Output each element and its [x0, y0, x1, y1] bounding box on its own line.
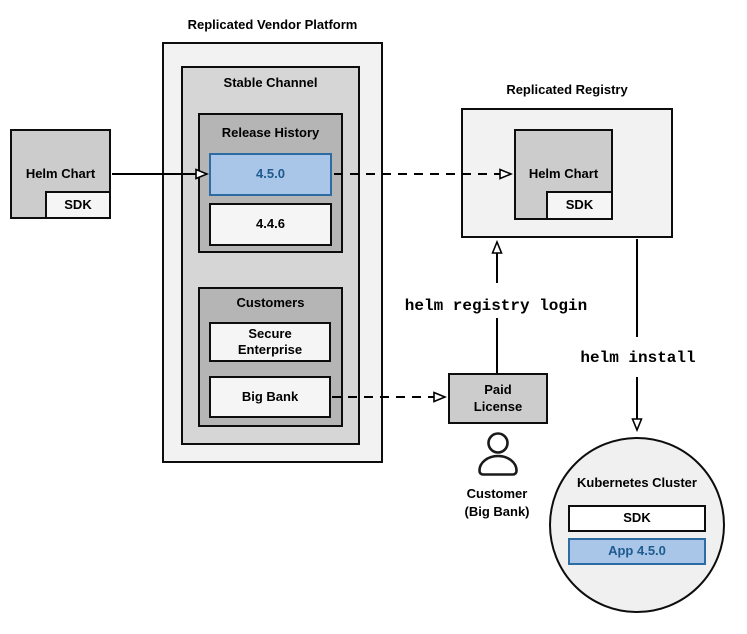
helm-registry-login-command: helm registry login: [404, 297, 588, 315]
registry-sdk-box: SDK: [546, 191, 613, 220]
vendor-platform-title: Replicated Vendor Platform: [187, 17, 358, 32]
kubernetes-cluster-title: Kubernetes Cluster: [577, 475, 697, 490]
paid-license-label: Paid License: [473, 382, 523, 414]
release-version-450: 4.5.0: [209, 153, 332, 196]
customer-secure-enterprise: Secure Enterprise: [209, 322, 331, 362]
stable-channel-title: Stable Channel: [223, 75, 318, 90]
cluster-app-box: App 4.5.0: [568, 538, 706, 565]
customers-title: Customers: [236, 295, 305, 310]
source-sdk-box: SDK: [45, 191, 111, 219]
release-history-title: Release History: [221, 125, 320, 140]
customer-person-icon: [478, 432, 518, 476]
customer-secure-enterprise-label: Secure Enterprise: [237, 325, 303, 357]
customer-name-line1: Customer: [466, 486, 528, 501]
registry-title: Replicated Registry: [506, 82, 628, 97]
customer-big-bank: Big Bank: [209, 376, 331, 418]
customer-name-line2: (Big Bank): [464, 504, 530, 519]
paid-license-box: Paid License: [448, 373, 548, 424]
cluster-sdk-box: SDK: [568, 505, 706, 532]
release-version-446: 4.4.6: [209, 203, 332, 246]
helm-install-command: helm install: [580, 349, 696, 367]
